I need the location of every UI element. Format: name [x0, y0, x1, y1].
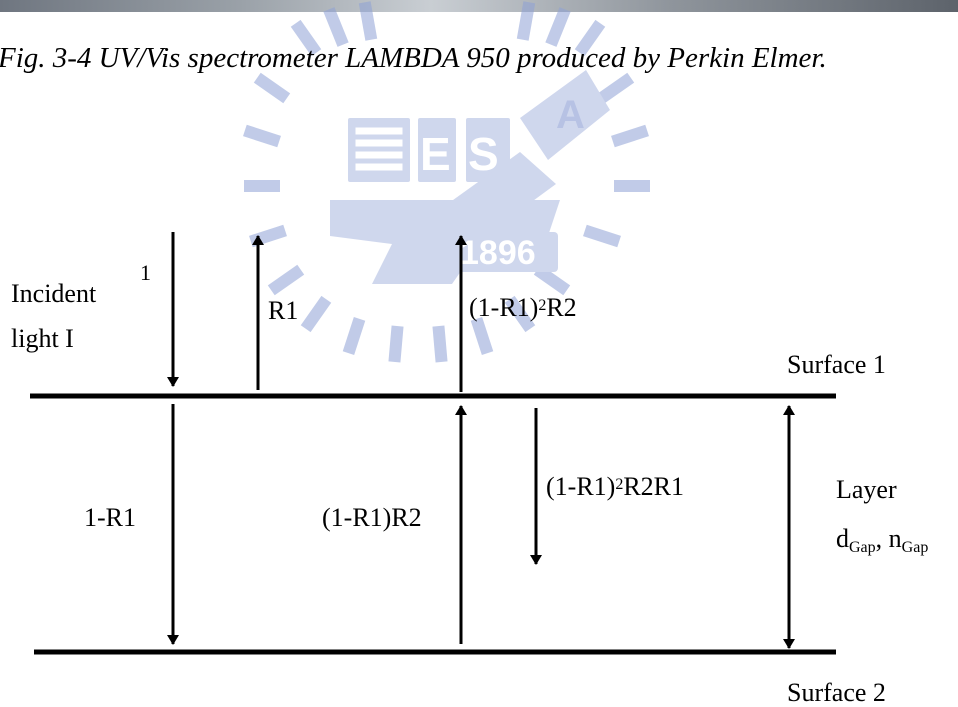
reflected-r2-exponent: 2: [538, 297, 546, 314]
d-symbol: d: [836, 524, 849, 553]
reflected-r2-tail: R2: [546, 293, 576, 322]
n-subscript: Gap: [902, 539, 929, 556]
internal-exponent: 2: [615, 476, 623, 493]
reflected-r2-label: (1-R1)2R2: [469, 295, 577, 321]
n-symbol: n: [889, 524, 902, 553]
incident-superscript: 1: [140, 262, 151, 284]
d-subscript: Gap: [849, 539, 876, 556]
surface-2-label: Surface 2: [787, 680, 886, 706]
layer-parameters-label: dGap, nGap: [836, 526, 928, 552]
internal-tail: R2R1: [623, 472, 684, 501]
back-reflected-label: (1-R1)R2: [322, 505, 422, 531]
parameter-separator: ,: [876, 524, 889, 553]
figure-caption: Fig. 3-4 UV/Vis spectrometer LAMBDA 950 …: [0, 42, 827, 75]
internal-base: (1-R1): [546, 472, 615, 501]
reflected-r2-base: (1-R1): [469, 293, 538, 322]
r1-label: R1: [268, 298, 298, 324]
transmitted-label: 1-R1: [84, 505, 136, 531]
layer-label: Layer: [836, 477, 897, 503]
incident-label-line1: Incident: [11, 281, 96, 307]
incident-label-line2: light I: [11, 326, 74, 352]
internal-reflection-label: (1-R1)2R2R1: [546, 474, 684, 500]
surface-1-label: Surface 1: [787, 352, 886, 378]
